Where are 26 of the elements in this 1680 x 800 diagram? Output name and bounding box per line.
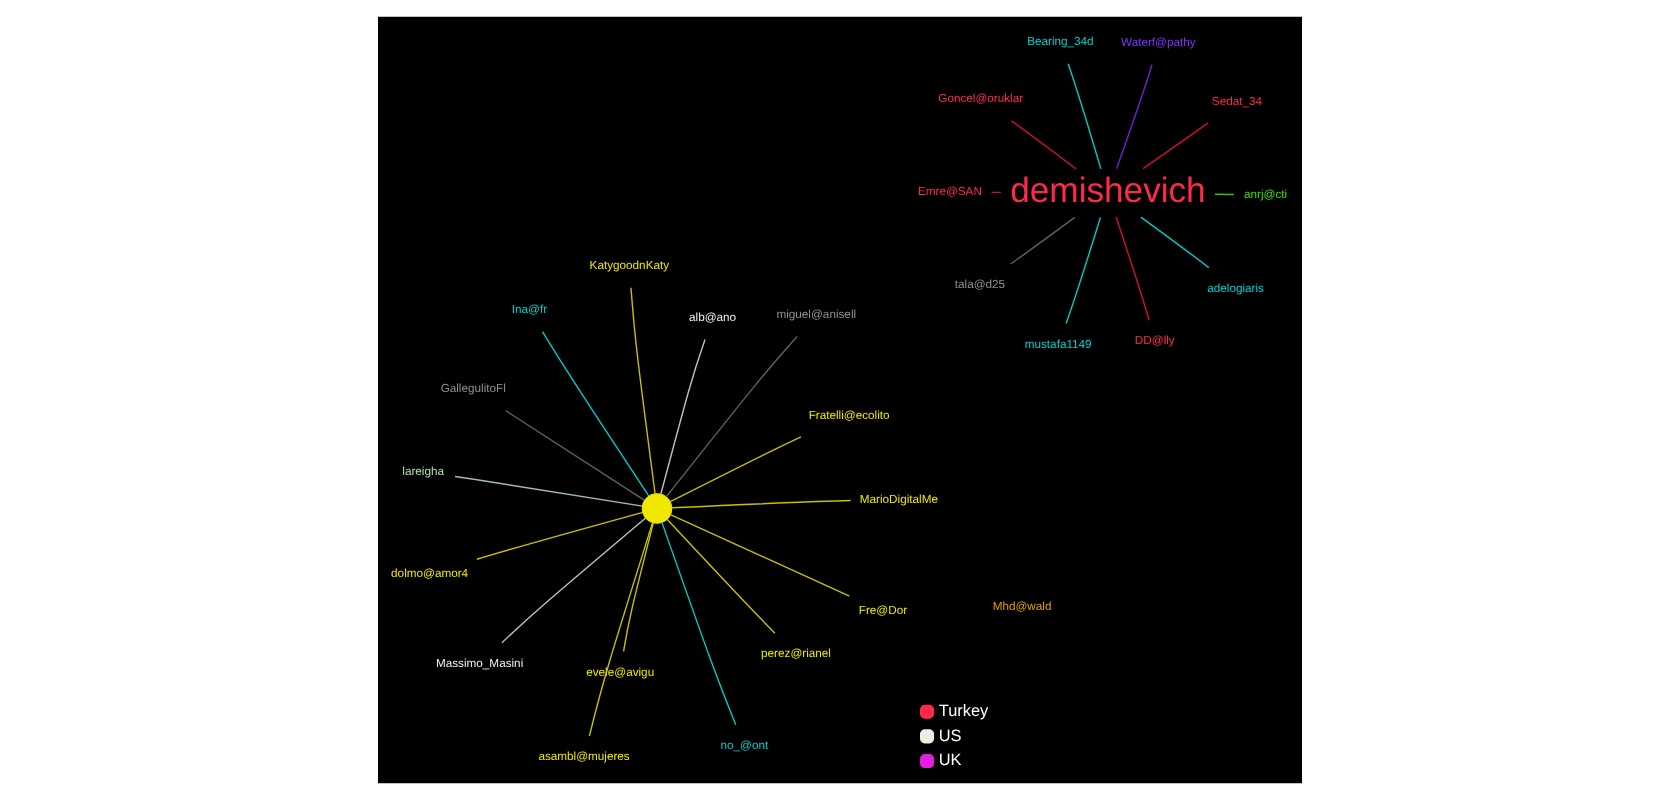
node-text: demishevich [1010,169,1206,210]
connector [588,521,654,737]
connector [1142,122,1209,170]
connector [665,335,798,498]
connector [541,330,650,497]
connector [669,513,850,597]
connector [454,475,644,507]
connector [1010,120,1077,170]
connector [1065,216,1102,325]
connector [476,511,644,560]
connector [501,517,647,644]
connector [630,287,656,495]
node-circle [641,493,673,524]
connector [669,436,802,503]
connector [1115,216,1150,321]
connector [1140,216,1210,269]
connector [666,518,776,634]
connector [661,521,737,726]
connector [660,338,706,495]
connector [1214,193,1235,196]
connector [1009,216,1076,265]
connector [1115,64,1153,170]
connector [1067,63,1102,170]
connector [504,409,645,501]
connector [622,522,655,653]
connector [670,499,852,509]
